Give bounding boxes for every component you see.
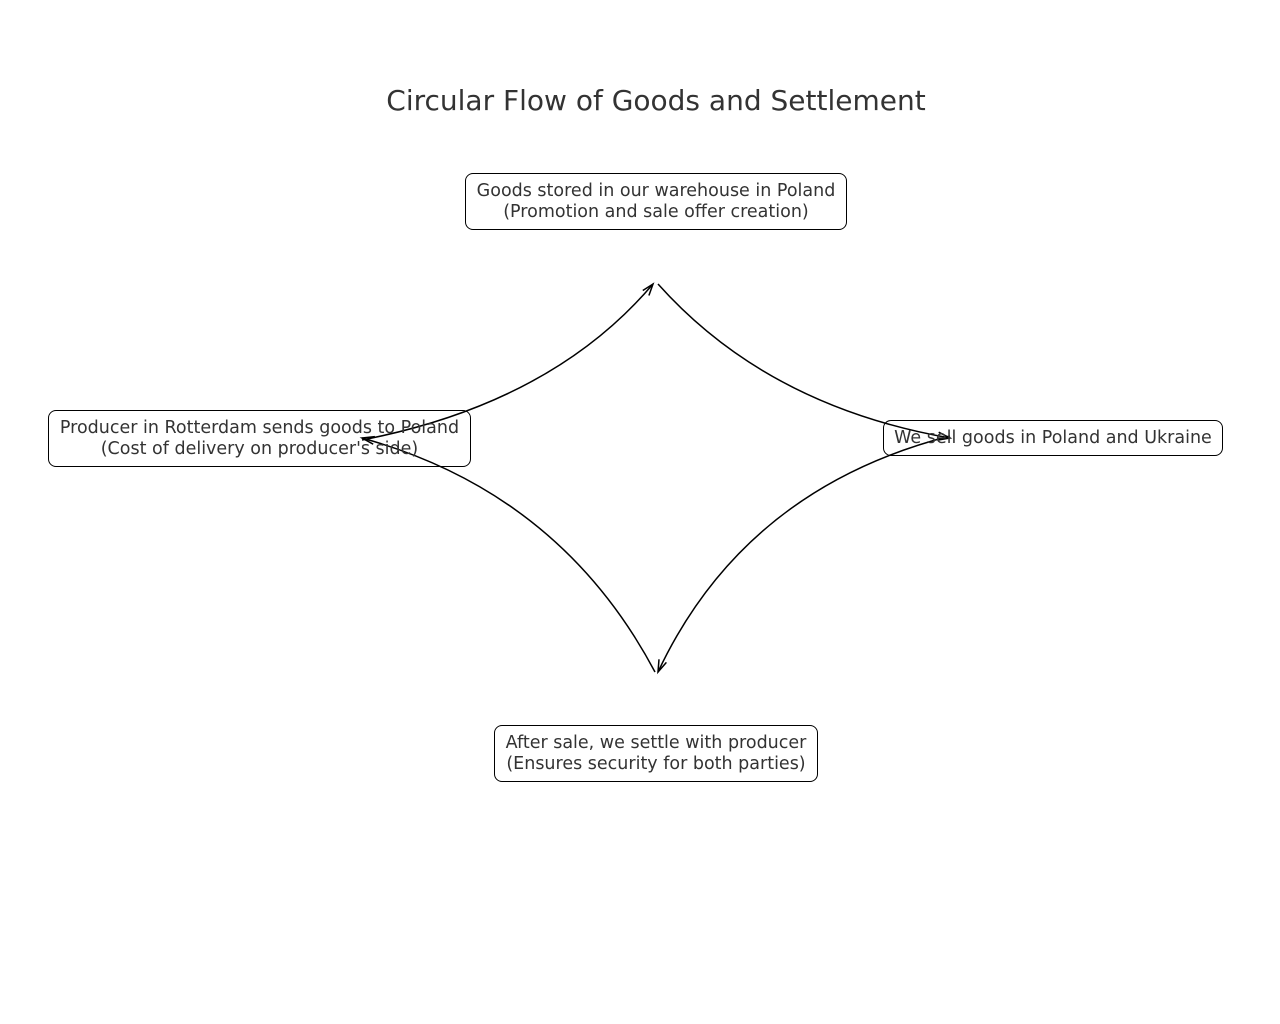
arrow-warehouse-to-sell [657, 283, 951, 439]
node-settle: After sale, we settle with producer (Ens… [494, 725, 818, 782]
arrow-settle-to-producer [361, 437, 656, 673]
arrow-producer-to-warehouse [361, 283, 654, 441]
node-settle-subtitle: (Ensures security for both parties) [506, 753, 806, 774]
arrowhead-producer [359, 435, 375, 445]
node-settle-title: After sale, we settle with producer [505, 732, 807, 753]
arrowhead-warehouse [642, 282, 655, 296]
node-sell-title: We sell goods in Poland and Ukraine [894, 427, 1212, 448]
node-producer: Producer in Rotterdam sends goods to Pol… [48, 410, 471, 467]
node-producer-title: Producer in Rotterdam sends goods to Pol… [59, 417, 460, 438]
node-producer-subtitle: (Cost of delivery on producer's side) [100, 438, 419, 459]
node-warehouse-subtitle: (Promotion and sale offer creation) [503, 201, 809, 222]
diagram-title: Circular Flow of Goods and Settlement [386, 84, 926, 117]
arrowhead-settle [657, 659, 667, 675]
node-warehouse: Goods stored in our warehouse in Poland … [465, 173, 847, 230]
arrow-sell-to-settle [657, 435, 951, 673]
node-warehouse-title: Goods stored in our warehouse in Poland [476, 180, 836, 201]
arrowhead-sell [937, 431, 953, 441]
node-sell: We sell goods in Poland and Ukraine [883, 420, 1223, 456]
